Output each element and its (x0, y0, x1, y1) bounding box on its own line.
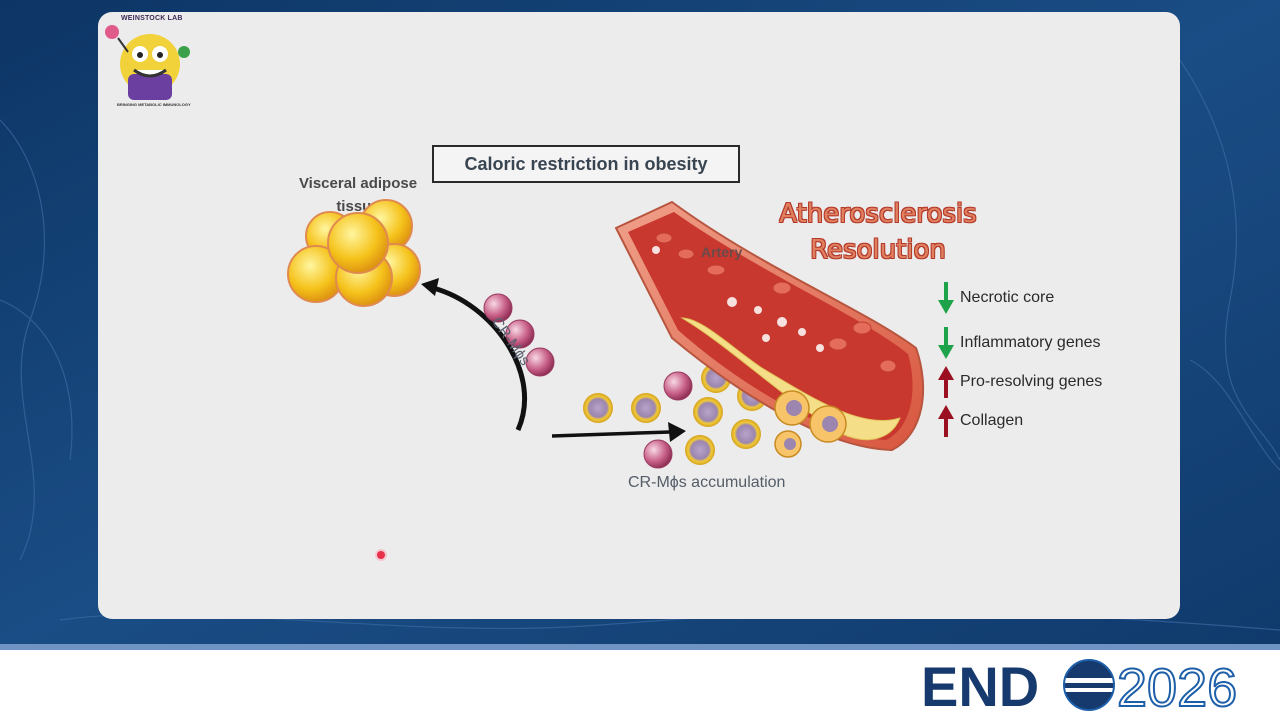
effect-label: Collagen (960, 412, 1024, 429)
artery-illustration (614, 200, 925, 458)
effect-label: Inflammatory genes (960, 334, 1101, 351)
effect-label: Necrotic core (960, 289, 1055, 306)
effect-inflammatory-genes: Inflammatory genes (938, 327, 1101, 359)
effect-necrotic-core: Necrotic core (938, 282, 1055, 314)
migration-arrow (421, 278, 528, 432)
logo-word: END (921, 656, 1039, 714)
artery-label: Artery (701, 244, 743, 260)
slide-panel: WEINSTOCK LAB BRINGING METABOLIC IMMUNOL… (98, 12, 1180, 619)
lab-mascot-icon (105, 25, 190, 100)
lab-logo: WEINSTOCK LAB BRINGING METABOLIC IMMUNOL… (98, 12, 198, 112)
footer-bar: END 2026 (0, 650, 1280, 720)
lab-name: WEINSTOCK LAB (121, 15, 183, 22)
laser-pointer-dot (377, 551, 385, 559)
accumulation-arrow (551, 422, 686, 442)
atherosclerosis-title: Atherosclerosis Resolution (748, 196, 1008, 268)
logo-year: 2026 (1117, 658, 1237, 714)
effect-label: Pro-resolving genes (960, 373, 1103, 390)
effect-pro-resolving-genes: Pro-resolving genes (938, 366, 1103, 398)
globe-icon (1063, 659, 1115, 711)
up-arrow-icon (938, 405, 954, 437)
down-arrow-icon (938, 282, 954, 314)
up-arrow-icon (938, 366, 954, 398)
effect-collagen: Collagen (938, 405, 1024, 437)
endo-2026-logo: END 2026 (921, 656, 1238, 714)
migrating-macrophages (483, 293, 555, 377)
athero-title-line2: Resolution (810, 235, 946, 265)
down-arrow-icon (938, 327, 954, 359)
slide-title: Caloric restriction in obesity (432, 145, 740, 183)
adipose-cells-illustration (287, 199, 421, 307)
footer-divider (0, 644, 1280, 650)
athero-title-line1: Atherosclerosis (779, 199, 977, 229)
accumulation-label: CR-Mϕs accumulation (628, 474, 786, 491)
lab-tagline: BRINGING METABOLIC IMMUNOLOGY (117, 102, 191, 107)
